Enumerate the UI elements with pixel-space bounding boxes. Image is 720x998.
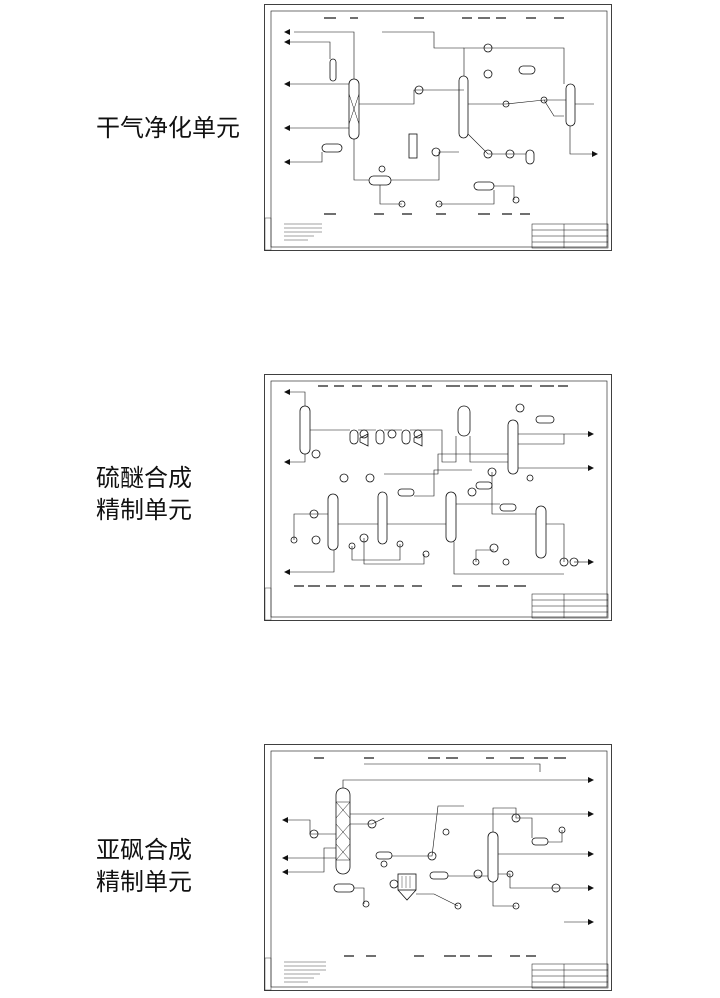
column: [487, 831, 499, 883]
column: [535, 505, 547, 559]
column-2: [458, 75, 469, 139]
column-1: [348, 78, 360, 140]
column-3: [565, 83, 576, 127]
column: [327, 493, 339, 551]
column: [377, 491, 388, 545]
drum: [368, 175, 392, 186]
drum: [473, 181, 495, 191]
vessel: [329, 58, 337, 82]
section-label-dry-gas: 干气净化单元: [96, 112, 240, 144]
label-line: 硫醚合成: [96, 464, 192, 492]
drum: [525, 149, 535, 165]
heat-exchanger: [457, 405, 471, 437]
drawing-sheet-thioether: [264, 374, 612, 622]
drawing-sheet-sulfoxide: [264, 744, 612, 992]
label-line: 亚砜合成: [96, 836, 192, 864]
drawing-sheet-dry-gas: [264, 4, 612, 252]
label-line: 干气净化单元: [96, 114, 240, 142]
filter: [389, 873, 417, 901]
reactor: [299, 405, 311, 455]
label-line: 精制单元: [96, 496, 192, 524]
column: [445, 491, 457, 543]
exchanger: [408, 133, 418, 159]
reactor-column: [335, 787, 351, 875]
drum: [321, 143, 343, 153]
column: [507, 419, 519, 475]
label-line: 精制单元: [96, 868, 192, 896]
section-label-sulfoxide: 亚砜合成 精制单元: [96, 834, 192, 898]
section-label-thioether: 硫醚合成 精制单元: [96, 462, 192, 526]
drum: [518, 65, 536, 75]
